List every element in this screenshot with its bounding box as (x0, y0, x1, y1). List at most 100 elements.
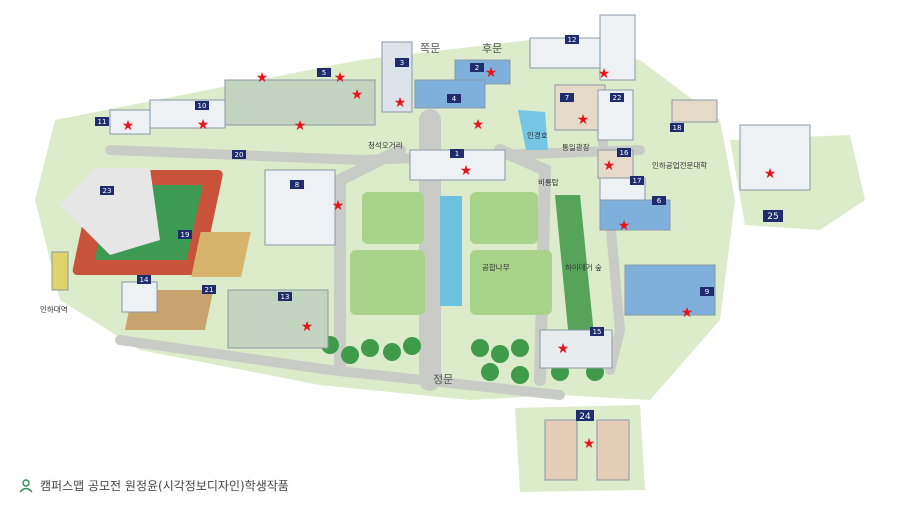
tree (481, 363, 499, 381)
tree (511, 366, 529, 384)
station-label: 인하대역 (40, 304, 68, 314)
badge-17 (630, 176, 644, 185)
star-icon[interactable]: ★ (583, 436, 596, 452)
college-label: 인하공업전문대학 (652, 160, 707, 170)
cross-road (105, 145, 645, 166)
credit-text: 캠퍼스맵 공모전 원정윤(시각정보디자인)학생작품 (40, 479, 289, 493)
tree (341, 346, 359, 364)
star-icon[interactable]: ★ (197, 117, 210, 133)
tree-label: 공합나무 (482, 263, 510, 272)
badge-19 (178, 230, 192, 239)
badge-15-number: 15 (593, 328, 602, 336)
lawn-southwest (350, 250, 425, 315)
star-icon[interactable]: ★ (577, 112, 590, 128)
back-gate-label: 후문 (482, 42, 502, 55)
badge-14 (137, 275, 151, 284)
star-icon[interactable]: ★ (301, 319, 314, 335)
badge-6 (652, 196, 666, 205)
tree (361, 339, 379, 357)
badge-7 (560, 93, 574, 102)
badge-6-number: 6 (657, 197, 662, 205)
building-15[interactable] (539, 329, 613, 369)
badge-7-number: 7 (565, 94, 569, 102)
badge-11-number: 11 (98, 118, 107, 126)
badge-11 (95, 117, 109, 126)
star-icon[interactable]: ★ (472, 117, 485, 133)
tree (491, 345, 509, 363)
building-5[interactable] (224, 79, 376, 126)
star-icon[interactable]: ★ (598, 66, 611, 82)
crossroad-label: 청석오거리 (368, 140, 403, 150)
badge-20 (232, 150, 246, 159)
main-gate-label: 정문 (433, 373, 453, 386)
building-24-east[interactable] (596, 419, 630, 481)
badge-23 (100, 186, 114, 195)
badge-12-number: 12 (568, 36, 577, 44)
building-3[interactable] (381, 41, 413, 113)
building-25[interactable] (739, 124, 811, 191)
badge-21-number: 21 (205, 286, 214, 294)
star-icon[interactable]: ★ (460, 163, 473, 179)
badge-9-number: 9 (705, 288, 709, 296)
tree (403, 337, 421, 355)
lake-label: 인경호 (527, 130, 548, 140)
star-icon[interactable]: ★ (764, 166, 777, 182)
star-icon[interactable]: ★ (557, 341, 570, 357)
forest-label: 하이데거 숲 (565, 262, 602, 272)
monument-label: 비룡탑 (538, 178, 559, 187)
building-11[interactable] (109, 109, 151, 135)
building-18[interactable] (671, 99, 718, 123)
badge-5 (317, 68, 331, 77)
star-icon[interactable]: ★ (351, 87, 364, 103)
badge-2-number: 2 (475, 64, 479, 72)
badge-25 (763, 210, 783, 222)
badge-18-number: 18 (673, 124, 682, 132)
lake (518, 110, 548, 150)
star-icon[interactable]: ★ (603, 158, 616, 174)
badge-4-number: 4 (452, 95, 457, 103)
badge-1-number: 1 (455, 150, 459, 158)
star-icon[interactable]: ★ (618, 218, 631, 234)
star-icon[interactable]: ★ (334, 70, 347, 86)
badge-3-number: 3 (400, 59, 404, 67)
star-icon[interactable]: ★ (332, 198, 345, 214)
badge-17-number: 17 (633, 177, 642, 185)
badge-16-number: 16 (620, 149, 629, 157)
star-icon[interactable]: ★ (681, 305, 694, 321)
badge-24 (576, 410, 594, 421)
lawn-southeast (470, 250, 552, 315)
tree (471, 339, 489, 357)
badge-8-number: 8 (295, 181, 299, 189)
star-icon[interactable]: ★ (485, 65, 498, 81)
badge-3 (395, 58, 409, 67)
station-building[interactable] (51, 251, 69, 291)
badge-16 (617, 148, 631, 157)
person-icon (19, 478, 33, 492)
lawn-east (470, 192, 538, 244)
credit-line: 캠퍼스맵 공모전 원정윤(시각정보디자인)학생작품 (18, 477, 289, 494)
badge-23-number: 23 (103, 187, 112, 195)
star-icon[interactable]: ★ (294, 118, 307, 134)
star-icon[interactable]: ★ (256, 70, 269, 86)
badge-24-number: 24 (579, 412, 591, 422)
badge-9 (700, 287, 714, 296)
tower-12[interactable] (599, 14, 636, 81)
badge-19-number: 19 (181, 231, 190, 239)
badge-4 (447, 94, 461, 103)
building-14[interactable] (121, 281, 158, 313)
badge-20-number: 20 (235, 151, 244, 159)
side-gate-label: 쪽문 (420, 42, 440, 55)
building-24-west[interactable] (544, 419, 578, 481)
badge-18 (670, 123, 684, 132)
building-7[interactable] (554, 84, 606, 131)
badge-21 (202, 285, 216, 294)
building-10[interactable] (149, 99, 226, 129)
badge-10-number: 10 (198, 102, 207, 110)
lawn-west (362, 192, 424, 244)
south-road (115, 335, 565, 400)
star-icon[interactable]: ★ (394, 95, 407, 111)
star-icon[interactable]: ★ (122, 118, 135, 134)
parking-lot (60, 168, 160, 255)
heidegger-forest (555, 195, 595, 350)
